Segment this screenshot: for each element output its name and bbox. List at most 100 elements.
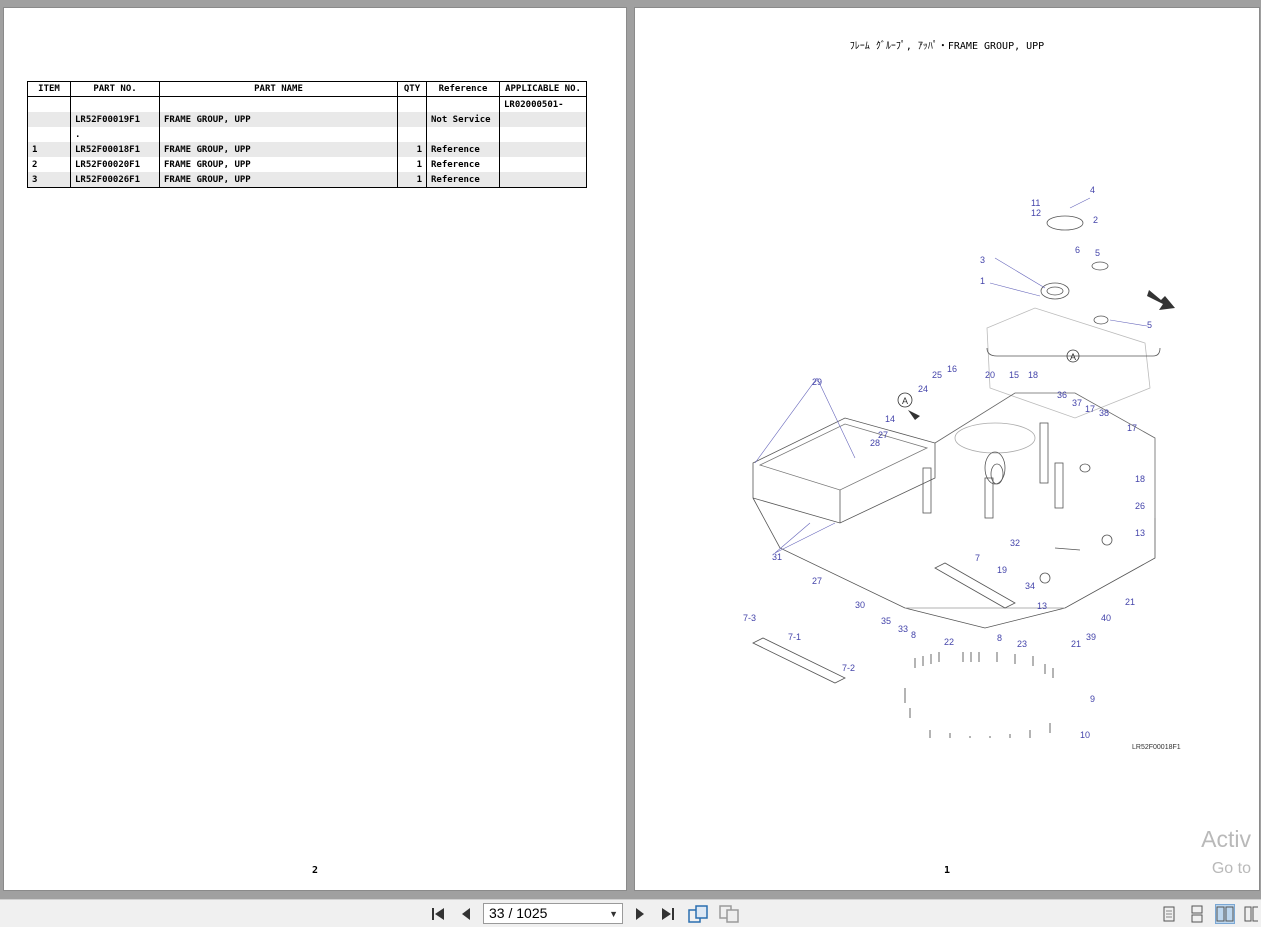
cell-reference xyxy=(426,127,500,142)
two-page-view-button[interactable] xyxy=(1215,904,1235,924)
exploded-parts-diagram: 4 5 2 11 12 6 3 1 5 A A 29 25 16 20 15 1… xyxy=(743,185,1175,738)
callout-10: 10 xyxy=(1080,730,1090,738)
page-title: ﾌﾚｰﾑ ｸﾞﾙｰﾌﾟ, ｱｯﾊﾟ・FRAME GROUP, UPP xyxy=(849,41,1045,52)
callout-7-2: 7-2 xyxy=(842,663,855,673)
cell-part-name xyxy=(159,96,398,112)
header-applicable-no: APPLICABLE NO. xyxy=(499,81,587,97)
activation-watermark-subtext: Go to xyxy=(1211,860,1251,877)
cell-applicable-no xyxy=(499,112,587,127)
activation-watermark: Activ xyxy=(1201,826,1251,852)
callout-a: A xyxy=(902,396,908,406)
callout-16: 16 xyxy=(947,364,957,374)
callout-38: 38 xyxy=(1099,408,1109,418)
callout-1: 1 xyxy=(980,276,985,286)
page-number: 2 xyxy=(312,865,319,876)
rotate-icon xyxy=(688,905,708,923)
table-row: 3 LR52F00026F1 FRAME GROUP, UPP 1 Refere… xyxy=(27,172,587,188)
header-reference: Reference xyxy=(426,81,500,97)
two-page-icon xyxy=(1216,906,1234,922)
callout-a: A xyxy=(1070,352,1076,362)
callout-22: 22 xyxy=(944,637,954,647)
callout-26: 26 xyxy=(1135,501,1145,511)
cell-reference: Reference xyxy=(426,172,500,188)
cell-reference: Reference xyxy=(426,142,500,157)
table-row: 1 LR52F00018F1 FRAME GROUP, UPP 1 Refere… xyxy=(27,142,587,157)
callout-36: 36 xyxy=(1057,390,1067,400)
right-page: ﾌﾚｰﾑ ｸﾞﾙｰﾌﾟ, ｱｯﾊﾟ・FRAME GROUP, UPP xyxy=(635,8,1259,890)
continuous-icon xyxy=(1191,905,1203,923)
callout-18: 18 xyxy=(1135,474,1145,484)
callout-5: 5 xyxy=(1147,320,1152,330)
header-qty: QTY xyxy=(397,81,427,97)
callout-14: 14 xyxy=(885,414,895,424)
callout-40: 40 xyxy=(1101,613,1111,623)
callout-labels: 4 5 2 11 12 6 3 1 5 A A 29 25 16 20 15 1… xyxy=(743,185,1152,738)
callout-31: 31 xyxy=(772,552,782,562)
cell-item: 1 xyxy=(27,142,71,157)
callout-30: 30 xyxy=(855,600,865,610)
first-page-icon xyxy=(432,908,444,920)
cell-reference: Not Service xyxy=(426,112,500,127)
cell-qty: 1 xyxy=(397,142,427,157)
table-row: 2 LR52F00020F1 FRAME GROUP, UPP 1 Refere… xyxy=(27,157,587,172)
callout-13: 13 xyxy=(1037,601,1047,611)
front-direction-arrow xyxy=(1147,290,1175,310)
callout-24: 24 xyxy=(918,384,928,394)
next-page-icon xyxy=(636,908,644,920)
header-part-no: PART NO. xyxy=(70,81,160,97)
page-number: 1 xyxy=(944,865,951,876)
first-page-button[interactable] xyxy=(428,904,448,924)
callout-33: 33 xyxy=(898,624,908,634)
cell-applicable-no xyxy=(499,157,587,172)
cell-applicable-no xyxy=(499,142,587,157)
previous-page-button[interactable] xyxy=(456,904,476,924)
page-indicator: 33 / 1025 xyxy=(489,905,548,921)
callout-17: 17 xyxy=(1085,404,1095,414)
header-part-name: PART NAME xyxy=(159,81,398,97)
callout-39: 39 xyxy=(1086,632,1096,642)
cell-applicable-no: LR02000501- xyxy=(499,96,587,112)
callout-28: 28 xyxy=(870,438,880,448)
callout-2: 2 xyxy=(1093,215,1098,225)
last-page-button[interactable] xyxy=(658,904,678,924)
parts-table: ITEM PART NO. PART NAME QTY Reference AP… xyxy=(27,81,587,188)
cell-part-name: FRAME GROUP, UPP xyxy=(159,112,398,127)
callout-12: 12 xyxy=(1031,208,1041,218)
rotate-button[interactable] xyxy=(688,904,708,924)
table-row: . xyxy=(27,127,587,142)
cell-part-no: . xyxy=(70,127,160,142)
table-row: LR52F00019F1 FRAME GROUP, UPP Not Servic… xyxy=(27,112,587,127)
callout-29: 29 xyxy=(812,377,822,387)
callout-19: 19 xyxy=(997,565,1007,575)
callout-20: 20 xyxy=(985,370,995,380)
cell-item xyxy=(27,127,71,142)
cell-part-no: LR52F00020F1 xyxy=(70,157,160,172)
continuous-view-button[interactable] xyxy=(1188,905,1206,923)
callout-7-1: 7-1 xyxy=(788,632,801,642)
callout-18: 18 xyxy=(1028,370,1038,380)
callout-13: 13 xyxy=(1135,528,1145,538)
single-page-view-button[interactable] xyxy=(1160,905,1178,923)
cell-item: 3 xyxy=(27,172,71,188)
callout-17: 17 xyxy=(1127,423,1137,433)
cell-qty xyxy=(397,96,427,112)
two-page-continuous-view-button[interactable] xyxy=(1244,905,1260,923)
callout-35: 35 xyxy=(881,616,891,626)
cell-qty: 1 xyxy=(397,157,427,172)
cell-part-name: FRAME GROUP, UPP xyxy=(159,157,398,172)
cell-qty xyxy=(397,127,427,142)
callout-34: 34 xyxy=(1025,581,1035,591)
cell-part-name xyxy=(159,127,398,142)
next-page-button[interactable] xyxy=(630,904,650,924)
cell-qty xyxy=(397,112,427,127)
page-number-select[interactable]: 33 / 1025 ▼ xyxy=(483,903,623,924)
cell-item xyxy=(27,96,71,112)
callout-7-3: 7-3 xyxy=(743,613,756,623)
cell-item: 2 xyxy=(27,157,71,172)
callout-25: 25 xyxy=(932,370,942,380)
cell-part-no: LR52F00018F1 xyxy=(70,142,160,157)
header-item: ITEM xyxy=(27,81,71,97)
copy-button[interactable] xyxy=(719,904,739,924)
cell-applicable-no xyxy=(499,172,587,188)
callout-27: 27 xyxy=(812,576,822,586)
